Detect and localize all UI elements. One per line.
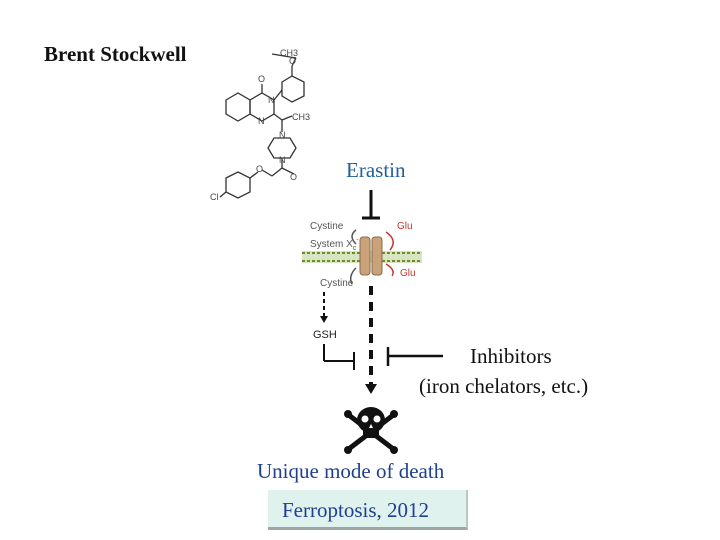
atom-o-amide: O xyxy=(290,172,297,182)
ferroptosis-label: Ferroptosis, 2012 xyxy=(282,498,429,522)
atom-n-pip-1: N xyxy=(279,130,286,140)
system-xc-label: System Xc- xyxy=(310,237,359,252)
atom-o-carbonyl: O xyxy=(258,74,265,84)
inhibitors-inhibition-line xyxy=(386,347,443,366)
gsh-label: GSH xyxy=(313,329,337,341)
atom-o-ether: O xyxy=(289,56,296,66)
skull-crossbones-icon xyxy=(344,407,398,454)
main-pathway-arrow xyxy=(365,286,377,394)
atom-n-ring-1: N xyxy=(268,95,275,105)
cystine-to-gsh-arrow xyxy=(320,292,328,323)
system-xc-transporter xyxy=(349,229,394,285)
atom-ch3-top: CH3 xyxy=(280,48,298,58)
drug-name-erastin: Erastin xyxy=(346,158,406,182)
atom-n-pip-2: N xyxy=(279,155,286,165)
glu-extracellular: Glu xyxy=(397,221,413,232)
inhibitors-label: Inhibitors xyxy=(470,344,552,368)
ferroptosis-box xyxy=(268,490,468,530)
author-name: Brent Stockwell xyxy=(44,42,187,66)
cystine-intracellular: Cystine xyxy=(320,278,354,289)
atom-ch3-mid: CH3 xyxy=(292,112,310,122)
cystine-extracellular: Cystine xyxy=(310,221,344,232)
erastin-atom-labels: O O N N CH3 CH3 N N O O Cl xyxy=(210,48,310,202)
atom-o-link: O xyxy=(256,164,263,174)
glu-intracellular: Glu xyxy=(400,268,416,279)
death-mode-label: Unique mode of death xyxy=(257,459,445,483)
erastin-inhibition-arrow xyxy=(362,190,380,220)
gsh-inhibition-line xyxy=(323,344,355,370)
atom-cl: Cl xyxy=(210,192,219,202)
inhibitors-examples: (iron chelators, etc.) xyxy=(419,374,589,398)
atom-n-ring-2: N xyxy=(258,116,265,126)
transporter-labels: Cystine System Xc- Glu Glu Cystine xyxy=(310,221,416,289)
erastin-structure xyxy=(219,53,305,199)
